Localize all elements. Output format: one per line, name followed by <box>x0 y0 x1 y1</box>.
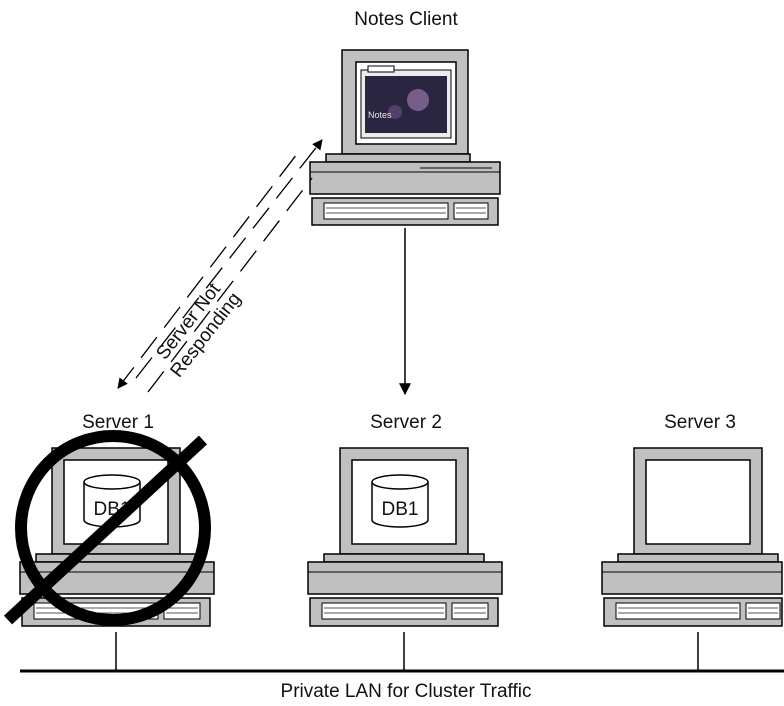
server2-db-label: DB1 <box>382 499 419 520</box>
private-lan <box>20 632 784 673</box>
server2-computer: DB1 <box>307 447 503 627</box>
server3-computer <box>601 447 783 627</box>
server2-db-cylinder <box>371 482 429 528</box>
notes-client-label: Notes Client <box>354 9 458 30</box>
lan-label: Private LAN for Cluster Traffic <box>281 681 532 702</box>
server1-failed-mark <box>3 430 211 626</box>
server3-label: Server 3 <box>664 412 736 433</box>
server1-computer: DB1 <box>19 447 215 627</box>
failed-connection <box>117 139 323 393</box>
notes-splash <box>365 76 447 133</box>
server2-label: Server 2 <box>370 412 442 433</box>
notes-client-computer: Notes <box>309 49 501 226</box>
client-system-unit <box>309 161 501 195</box>
notes-splash-text: Notes <box>368 110 392 120</box>
server1-label: Server 1 <box>82 412 154 433</box>
server3-screen <box>645 459 751 545</box>
server-not-responding-label: Server Not Responding <box>152 279 245 382</box>
